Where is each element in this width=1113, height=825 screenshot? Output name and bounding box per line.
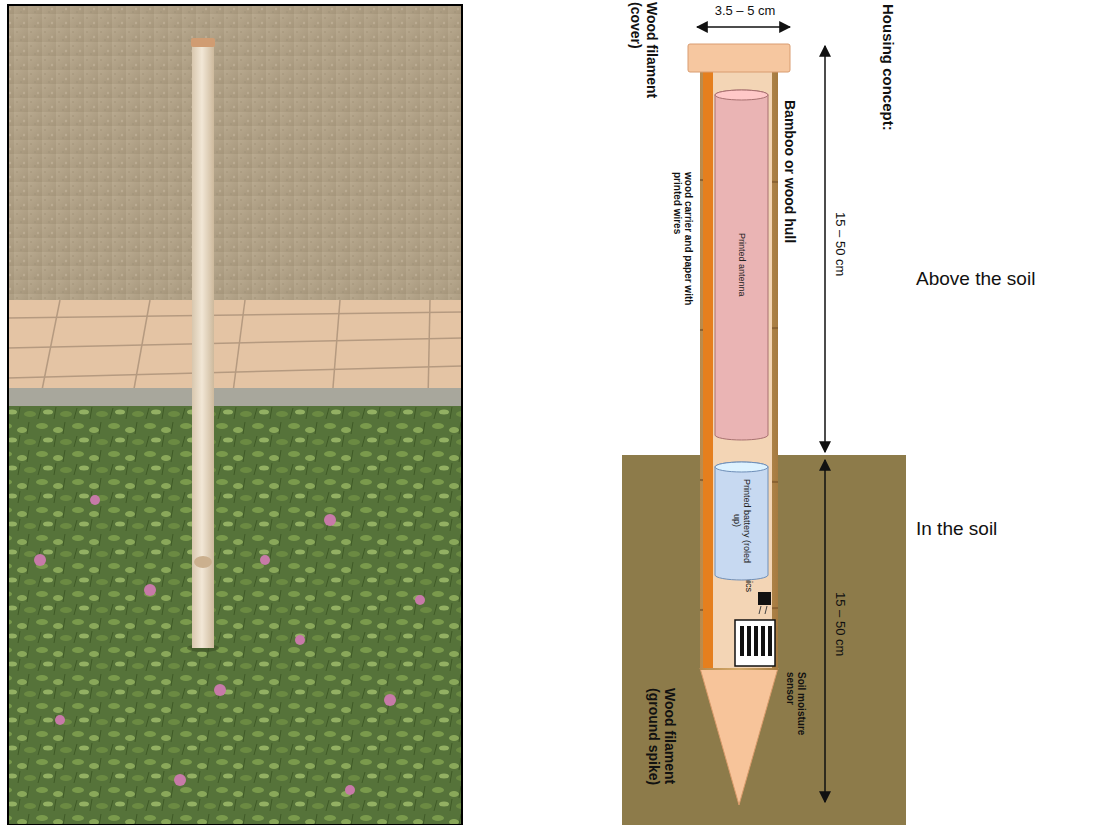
sensor-electrode [768, 626, 772, 656]
photo-stake-cap [191, 38, 215, 47]
paving-joint [428, 300, 430, 400]
clover-flower [144, 584, 156, 596]
paving-joint [332, 300, 340, 400]
photo-frame [8, 5, 462, 825]
stake-joint [194, 556, 212, 568]
chip-leads [759, 606, 767, 614]
clover-flower [90, 495, 100, 505]
clover-flower [415, 595, 425, 605]
figure-title: Housing concept: [880, 4, 897, 131]
wood-carrier [703, 64, 713, 668]
height-dimension [824, 46, 826, 452]
clover-flower [174, 774, 186, 786]
lawn [8, 406, 462, 825]
node-text: Printed antenna [736, 233, 746, 297]
region-label: In the soil [916, 518, 997, 540]
clover-flower [324, 514, 336, 526]
depth-label: 15 – 50 cm [832, 592, 847, 656]
part-label: Soil moisture sensor [784, 672, 807, 744]
clover-flower [214, 684, 226, 696]
part-label: Wood filament (cover) [628, 2, 660, 120]
sensor-electrodes [740, 626, 772, 656]
clover-flower [345, 785, 355, 795]
hull-cavity [712, 64, 772, 668]
electronics-chip [758, 592, 771, 605]
node-text: Printed battery (roled up) [731, 472, 752, 570]
antenna-cylinder: Printed antenna [715, 90, 768, 440]
depth-dimension [824, 460, 826, 802]
clover-flower [295, 635, 305, 645]
clover-flowers [34, 495, 425, 795]
cylinder-top [715, 462, 768, 472]
part-label: wood carrier and paper with printed wire… [671, 172, 694, 322]
part-label: Wood filament (ground spike) [646, 688, 678, 806]
paving-joint [8, 338, 462, 348]
house-wall [8, 5, 462, 305]
clover-flower [55, 715, 65, 725]
clover-flower [384, 694, 396, 706]
chip-lead [765, 606, 767, 614]
moisture-sensor [735, 620, 775, 666]
sensor-electrode [754, 626, 758, 656]
battery-cylinder: Printed battery (roled up) [715, 462, 768, 580]
sensor-electrode [747, 626, 751, 656]
sensor-electrode [761, 626, 765, 656]
cylinder-body [715, 462, 768, 580]
paving [8, 300, 462, 400]
paving-joint [8, 312, 462, 318]
cylinder-top [715, 90, 768, 100]
clover-flower [260, 555, 270, 565]
ground-spike [700, 668, 778, 805]
sensor-electrode [740, 626, 744, 656]
width-dimension [697, 26, 790, 28]
paving-joint [232, 300, 245, 400]
bamboo-hull [700, 60, 778, 670]
height-label: 15 – 50 cm [832, 212, 847, 276]
paving-joints [8, 300, 462, 400]
width-label: 3.5 – 5 cm [715, 4, 776, 19]
part-label: Bamboo or wood hull [782, 100, 798, 243]
paving-joint [132, 300, 150, 400]
clover-flower [34, 554, 46, 566]
paving-joint [40, 300, 60, 400]
chip-lead [759, 606, 761, 614]
soil-region [622, 455, 906, 825]
cylinder-body [715, 90, 768, 440]
photo-stake [192, 42, 214, 648]
region-label: Above the soil [916, 268, 1035, 290]
cover-cap [688, 44, 790, 72]
photograph [8, 5, 462, 825]
